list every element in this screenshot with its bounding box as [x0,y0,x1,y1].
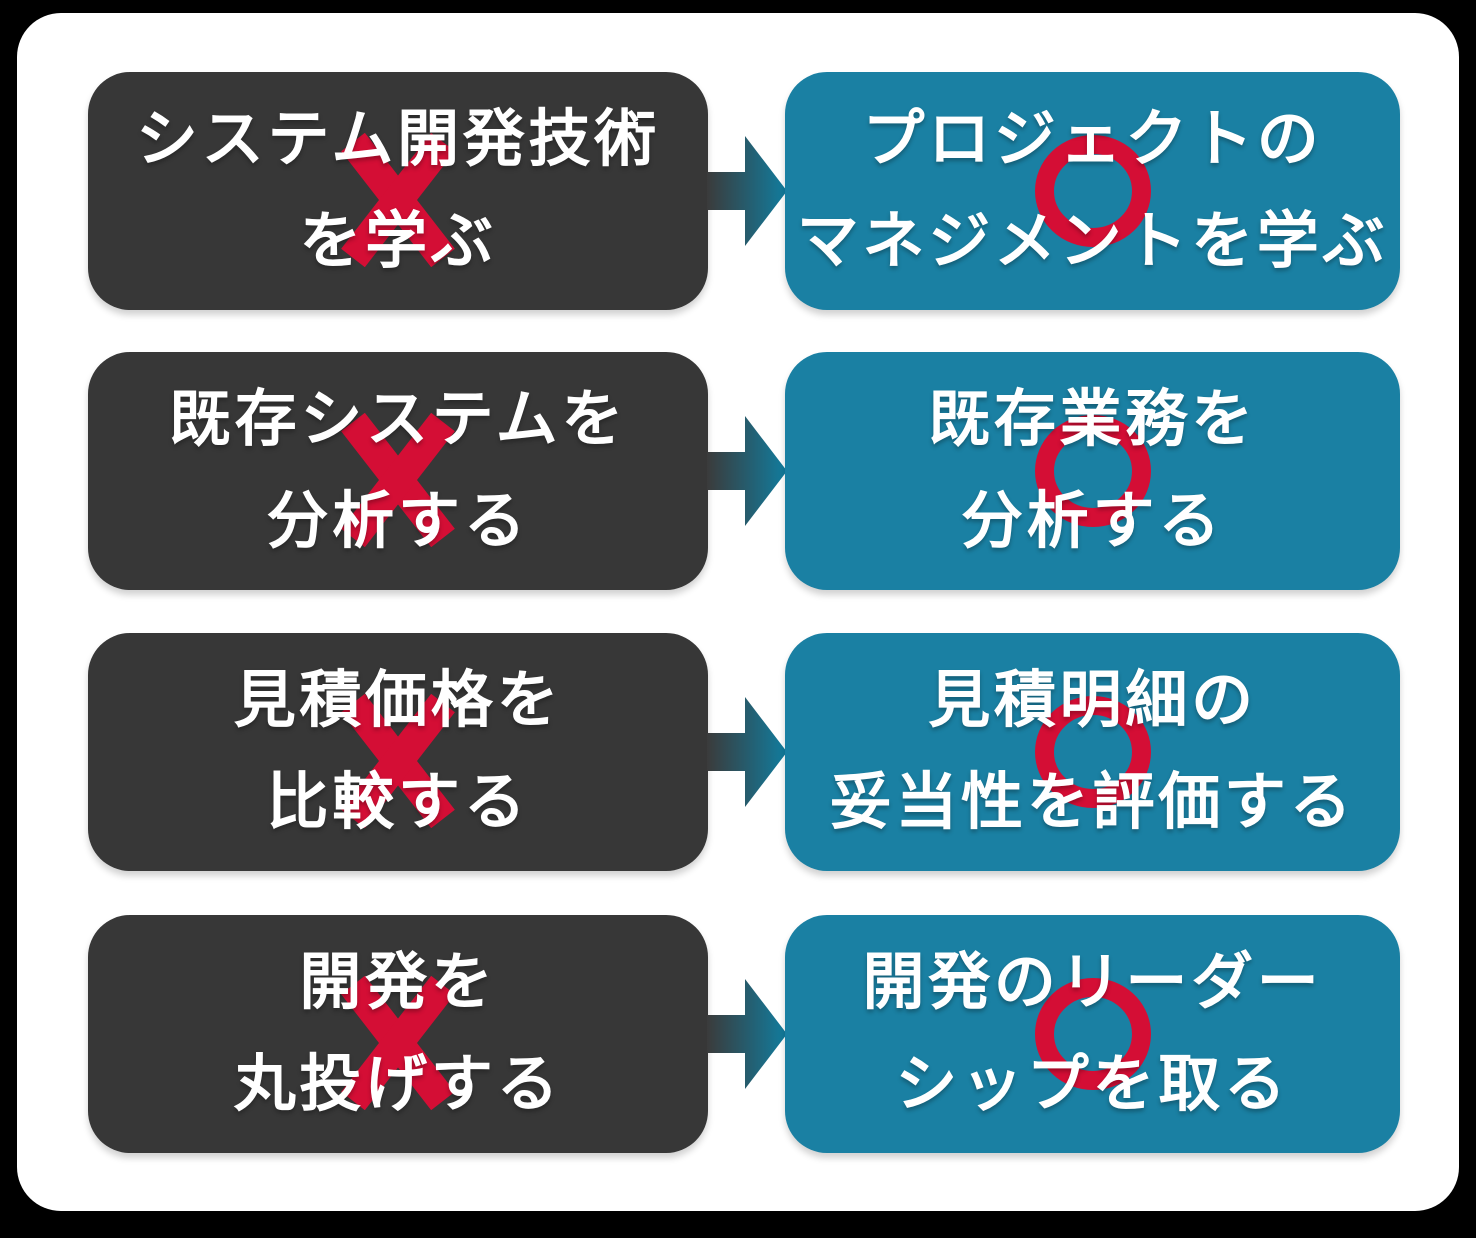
positive-text-line: シップを取る [895,1050,1290,1119]
cross-icon [341,133,455,267]
positive-text-line: 既存業務を [928,385,1257,454]
cross-icon [341,976,455,1110]
positive-box: プロジェクトの マネジメントを学ぶ [785,72,1400,310]
positive-text-line: 分析する [961,487,1224,556]
positive-text-line: マネジメントを学ぶ [796,207,1389,276]
circle-icon [1034,415,1151,527]
right-arrow-icon [707,416,787,526]
comparison-row: 既存システムを 分析する 既存業務を 分析する [17,352,1459,590]
negative-text-line: 既存システムを [168,385,628,454]
negative-box: 既存システムを 分析する [88,352,708,590]
circle-icon [1034,978,1151,1090]
comparison-row: 見積価格を 比較する 見積明細の 妥当性を評価する [17,633,1459,871]
right-arrow-icon [707,136,787,246]
negative-box: 開発を 丸投げする [88,915,708,1153]
diagram-card: システム開発技術 を学ぶ プロジェクトの マネジメントを学ぶ 既存システムを 分… [17,13,1459,1211]
positive-text-line: プロジェクトの [862,105,1323,174]
negative-text-line: を学ぶ [299,207,497,276]
positive-text-line: 開発のリーダー [862,948,1323,1017]
negative-text-line: 丸投げする [233,1050,563,1119]
right-arrow-icon [707,979,787,1089]
negative-box: 見積価格を 比較する [88,633,708,871]
negative-text-line: 分析する [266,487,530,556]
circle-icon [1034,696,1151,808]
positive-text-line: 見積明細の [928,666,1257,735]
positive-box: 既存業務を 分析する [785,352,1400,590]
positive-text-line: 妥当性を評価する [829,768,1356,837]
right-arrow-icon [707,697,787,807]
cross-icon [341,413,455,547]
negative-text-line: 比較する [266,768,530,837]
negative-text-line: 見積価格を [233,666,563,735]
cross-icon [341,694,455,828]
negative-text-line: 開発を [299,948,497,1017]
positive-box: 見積明細の 妥当性を評価する [785,633,1400,871]
circle-icon [1034,135,1151,247]
positive-box: 開発のリーダー シップを取る [785,915,1400,1153]
comparison-row: 開発を 丸投げする 開発のリーダー シップを取る [17,915,1459,1153]
negative-text-line: システム開発技術 [136,105,660,174]
comparison-row: システム開発技術 を学ぶ プロジェクトの マネジメントを学ぶ [17,72,1459,310]
negative-box: システム開発技術 を学ぶ [88,72,708,310]
